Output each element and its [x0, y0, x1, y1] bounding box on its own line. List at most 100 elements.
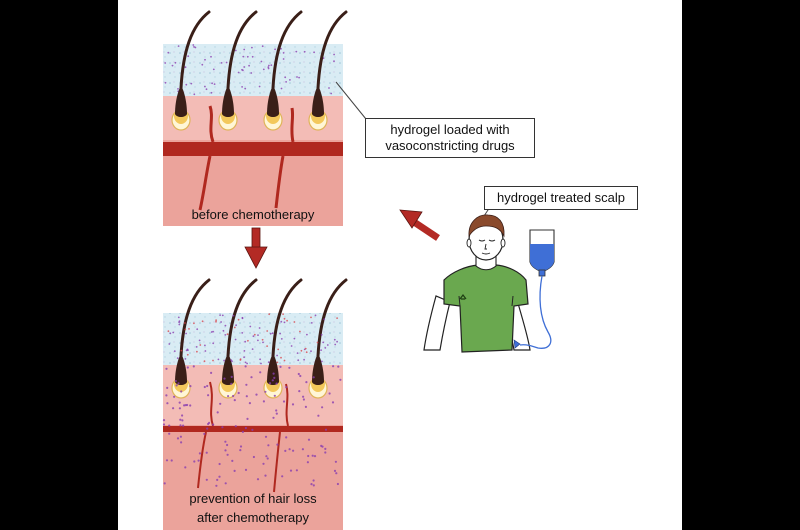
drug-dot [302, 395, 305, 398]
drug-dot [267, 66, 270, 68]
drug-dot [219, 314, 221, 316]
drug-dot [321, 360, 323, 363]
drug-dot [268, 382, 272, 385]
patient-left-arm [423, 295, 451, 351]
drug-dot [234, 425, 237, 428]
drug-dot [177, 316, 180, 319]
drug-dot [246, 362, 249, 365]
drug-dot [320, 349, 322, 351]
drug-dot [184, 66, 187, 69]
drug-dot [252, 335, 255, 338]
drug-dot [266, 345, 268, 347]
drug-dot [250, 376, 253, 379]
drug-dot [225, 61, 228, 64]
drug-dot [280, 320, 283, 323]
drug-dot [220, 62, 223, 64]
drug-dot [166, 386, 169, 389]
drug-dot [313, 455, 317, 458]
drug-dot [267, 444, 270, 447]
drug-dot [264, 474, 267, 477]
drug-dot [262, 462, 265, 465]
drug-dot [195, 346, 198, 348]
drug-dot [276, 443, 279, 446]
drug-dot [210, 331, 213, 333]
drug-dot [251, 55, 254, 58]
drug-dot [205, 88, 208, 91]
drug-dot [280, 87, 283, 90]
diagram-canvas: before chemotherapy preve [118, 0, 682, 530]
drug-dot [337, 365, 340, 368]
drug-dot [223, 359, 225, 362]
drug-dot [174, 61, 177, 64]
drug-dot [266, 457, 269, 460]
drug-dot [167, 330, 170, 333]
drug-dot [198, 452, 201, 455]
drug-dot [258, 327, 261, 329]
drug-dot [265, 455, 268, 458]
drug-dot [241, 68, 243, 71]
drug-dot [257, 334, 259, 336]
drug-dot [178, 401, 181, 404]
drug-dot [211, 82, 213, 85]
drug-dot [270, 64, 273, 66]
drug-dot [231, 459, 234, 462]
drug-dot [302, 398, 305, 401]
drug-dot [266, 330, 269, 332]
hair-root [267, 354, 279, 385]
drug-dot [299, 374, 302, 378]
drug-dot [316, 341, 319, 344]
drug-dot [218, 475, 221, 478]
drug-dot [267, 361, 270, 364]
drug-dot [237, 391, 240, 395]
drug-dot [243, 350, 246, 352]
drug-dot [246, 417, 249, 420]
drug-dot [257, 339, 259, 342]
iv-fluid [530, 244, 554, 272]
drug-dot [178, 407, 181, 410]
drug-dot [261, 45, 264, 48]
drug-dot [223, 377, 226, 380]
drug-dot [276, 354, 278, 357]
drug-dot [251, 46, 253, 49]
drug-dot [169, 332, 172, 335]
drug-dot [173, 350, 176, 352]
drug-dot [210, 55, 212, 58]
drug-dot [324, 347, 327, 349]
drug-dot [186, 353, 189, 356]
drug-dot [323, 318, 326, 321]
drug-dot [179, 424, 182, 427]
drug-dot [284, 76, 287, 79]
drug-dot [192, 365, 195, 368]
drug-dot [194, 46, 197, 49]
drug-dot [222, 329, 225, 332]
drug-dot [237, 318, 240, 321]
drug-dot [205, 451, 208, 454]
drug-dot [321, 406, 324, 409]
drug-dot [304, 405, 307, 408]
drug-dot [301, 448, 304, 451]
drug-dot [310, 350, 312, 353]
drug-dot [226, 453, 229, 456]
drug-dot [289, 79, 291, 81]
drug-dot [324, 451, 327, 454]
arrow-down-icon [244, 227, 268, 269]
drug-dot [170, 459, 173, 462]
scalp-callout: hydrogel treated scalp [484, 186, 638, 210]
drug-dot [205, 478, 208, 481]
drug-dot [189, 404, 192, 407]
drug-dot [293, 337, 296, 340]
drug-dot [212, 423, 215, 426]
hair-shaft [179, 10, 211, 90]
hair-root [312, 354, 324, 385]
after-panel: prevention of hair loss after chemothera… [162, 278, 348, 530]
drug-dot [168, 432, 171, 435]
drug-dot [188, 328, 190, 330]
drug-dot [261, 338, 264, 341]
drug-dot [339, 378, 342, 381]
hydrogel-callout-line1: hydrogel loaded with [390, 122, 510, 137]
drug-dot [248, 402, 251, 405]
hydrogel-drug-dots-top [164, 44, 335, 96]
drug-dot [303, 50, 306, 53]
drug-dot [218, 462, 221, 466]
drug-dot [272, 372, 275, 375]
